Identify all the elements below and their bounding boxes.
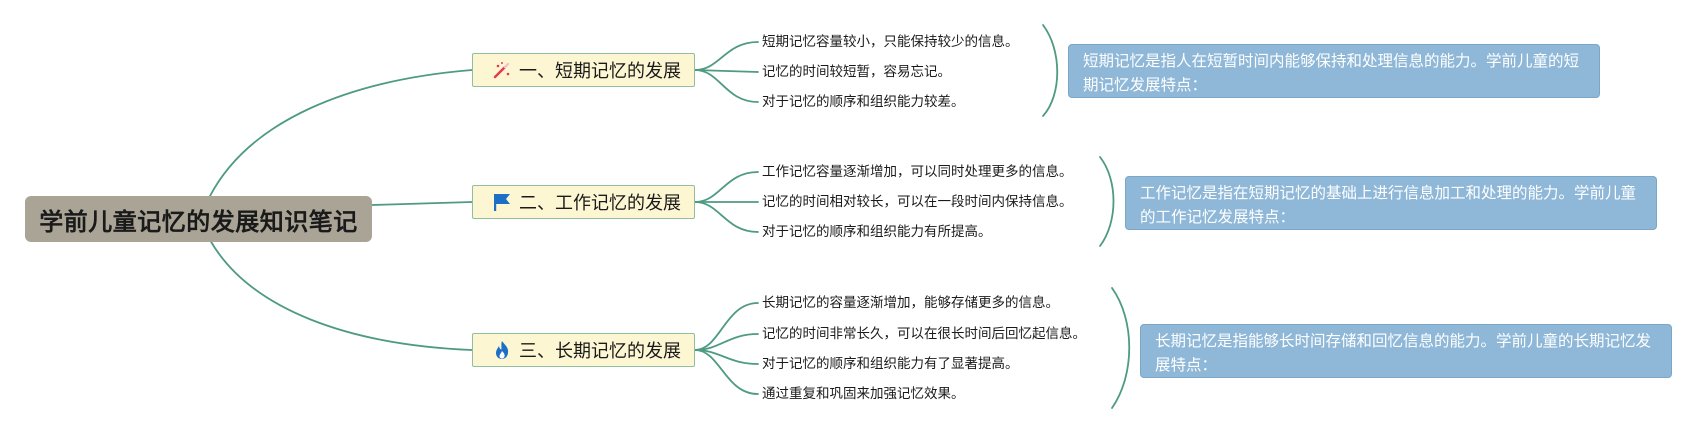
note-long-term-memory[interactable]: 长期记忆是指能够长时间存储和回忆信息的能力。学前儿童的长期记忆发展特点：	[1140, 324, 1672, 378]
leaf-item[interactable]: 记忆的时间较短暂，容易忘记。	[762, 64, 951, 80]
branch-long-term-memory[interactable]: 三、长期记忆的发展	[472, 333, 695, 367]
leaf-item[interactable]: 对于记忆的顺序和组织能力有所提高。	[762, 224, 992, 240]
root-topic[interactable]: 学前儿童记忆的发展知识笔记	[25, 196, 372, 242]
branch-label: 三、长期记忆的发展	[519, 341, 681, 362]
leaf-item[interactable]: 工作记忆容量逐渐增加，可以同时处理更多的信息。	[762, 164, 1073, 180]
branch-working-memory[interactable]: 二、工作记忆的发展	[472, 185, 695, 219]
note-short-term-memory[interactable]: 短期记忆是指人在短暂时间内能够保持和处理信息的能力。学前儿童的短期记忆发展特点：	[1068, 44, 1600, 98]
note-working-memory[interactable]: 工作记忆是指在短期记忆的基础上进行信息加工和处理的能力。学前儿童的工作记忆发展特…	[1125, 176, 1657, 230]
branch-label: 一、短期记忆的发展	[519, 61, 681, 82]
note-text: 短期记忆是指人在短暂时间内能够保持和处理信息的能力。学前儿童的短期记忆发展特点：	[1083, 52, 1580, 94]
leaf-item[interactable]: 通过重复和巩固来加强记忆效果。	[762, 386, 965, 402]
note-text: 工作记忆是指在短期记忆的基础上进行信息加工和处理的能力。学前儿童的工作记忆发展特…	[1140, 184, 1637, 226]
leaf-item[interactable]: 短期记忆容量较小，只能保持较少的信息。	[762, 34, 1019, 50]
blue-flag-icon	[491, 191, 513, 213]
flame-icon	[491, 339, 513, 361]
leaf-item[interactable]: 长期记忆的容量逐渐增加，能够存储更多的信息。	[762, 295, 1059, 311]
leaf-item[interactable]: 对于记忆的顺序和组织能力有了显著提高。	[762, 356, 1019, 372]
branch-short-term-memory[interactable]: 一、短期记忆的发展	[472, 53, 695, 87]
leaf-item[interactable]: 对于记忆的顺序和组织能力较差。	[762, 94, 965, 110]
leaf-item[interactable]: 记忆的时间非常长久，可以在很长时间后回忆起信息。	[762, 326, 1086, 342]
branch-label: 二、工作记忆的发展	[519, 193, 681, 214]
note-text: 长期记忆是指能够长时间存储和回忆信息的能力。学前儿童的长期记忆发展特点：	[1155, 332, 1652, 374]
magic-wand-icon	[491, 59, 513, 81]
root-title: 学前儿童记忆的发展知识笔记	[39, 207, 358, 236]
leaf-item[interactable]: 记忆的时间相对较长，可以在一段时间内保持信息。	[762, 194, 1073, 210]
